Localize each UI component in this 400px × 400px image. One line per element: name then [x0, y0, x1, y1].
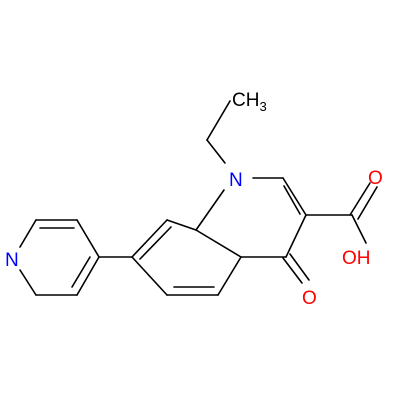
acid-carbonyl-oxygen-label: O [368, 168, 383, 189]
bond-c2-c3-inner [283, 185, 301, 215]
bond-py-c5-c4 [76, 256, 100, 296]
bond-methyl-ch2 [206, 100, 231, 141]
bond-c4a-c8a [195, 229, 242, 258]
bond-c8-c7-inner [139, 226, 172, 260]
bond-c4-o [282, 257, 303, 284]
bond-n1-c8a [195, 189, 225, 231]
bond-c4-o-double [289, 253, 310, 281]
bond-c7-c6 [131, 256, 168, 296]
bond-py-c5-c4-inner [71, 256, 91, 288]
pyridine-nitrogen-label: N [5, 250, 19, 271]
bond-cooh-o-double [349, 182, 371, 216]
bond-py-c2-n [19, 219, 37, 248]
bond-c3-c4 [285, 214, 307, 258]
bond-cooh-o-double-b [357, 186, 378, 220]
carbonyl-oxygen-label: O [302, 288, 317, 309]
bond-c5-c4a [217, 256, 242, 296]
bond-c8-c7 [131, 219, 168, 258]
bond-py-c4-c3 [76, 219, 100, 258]
bond-cooh-oh [351, 214, 367, 244]
acid-hydroxyl-label: OH [342, 248, 371, 269]
bond-c8a-c8 [166, 219, 197, 231]
ring-nitrogen-label: N [229, 170, 243, 191]
bond-py-n-c6 [19, 269, 37, 296]
methyl-label: CH3 [232, 90, 267, 114]
bond-c2-c3 [282, 177, 307, 216]
bond-ch2-n1 [206, 139, 226, 164]
